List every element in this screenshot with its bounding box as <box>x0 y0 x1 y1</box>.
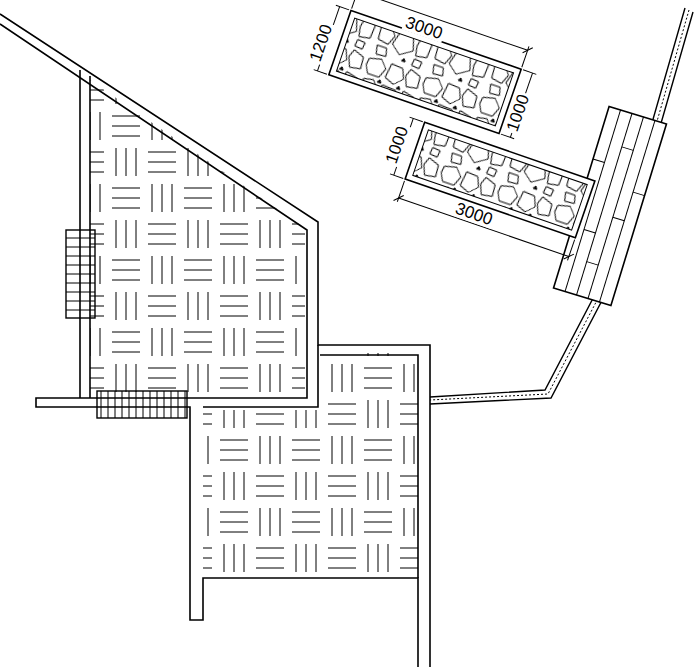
stone-slab <box>382 117 598 262</box>
dimension-label: 1000 <box>382 122 412 167</box>
front-step <box>97 391 187 418</box>
dim-line <box>501 70 536 139</box>
upper-deck <box>90 80 305 393</box>
walls <box>0 14 430 667</box>
lower-deck <box>203 353 418 572</box>
side-step <box>66 230 95 318</box>
stone-slab <box>314 0 533 135</box>
dimension-label: 1200 <box>306 20 336 65</box>
